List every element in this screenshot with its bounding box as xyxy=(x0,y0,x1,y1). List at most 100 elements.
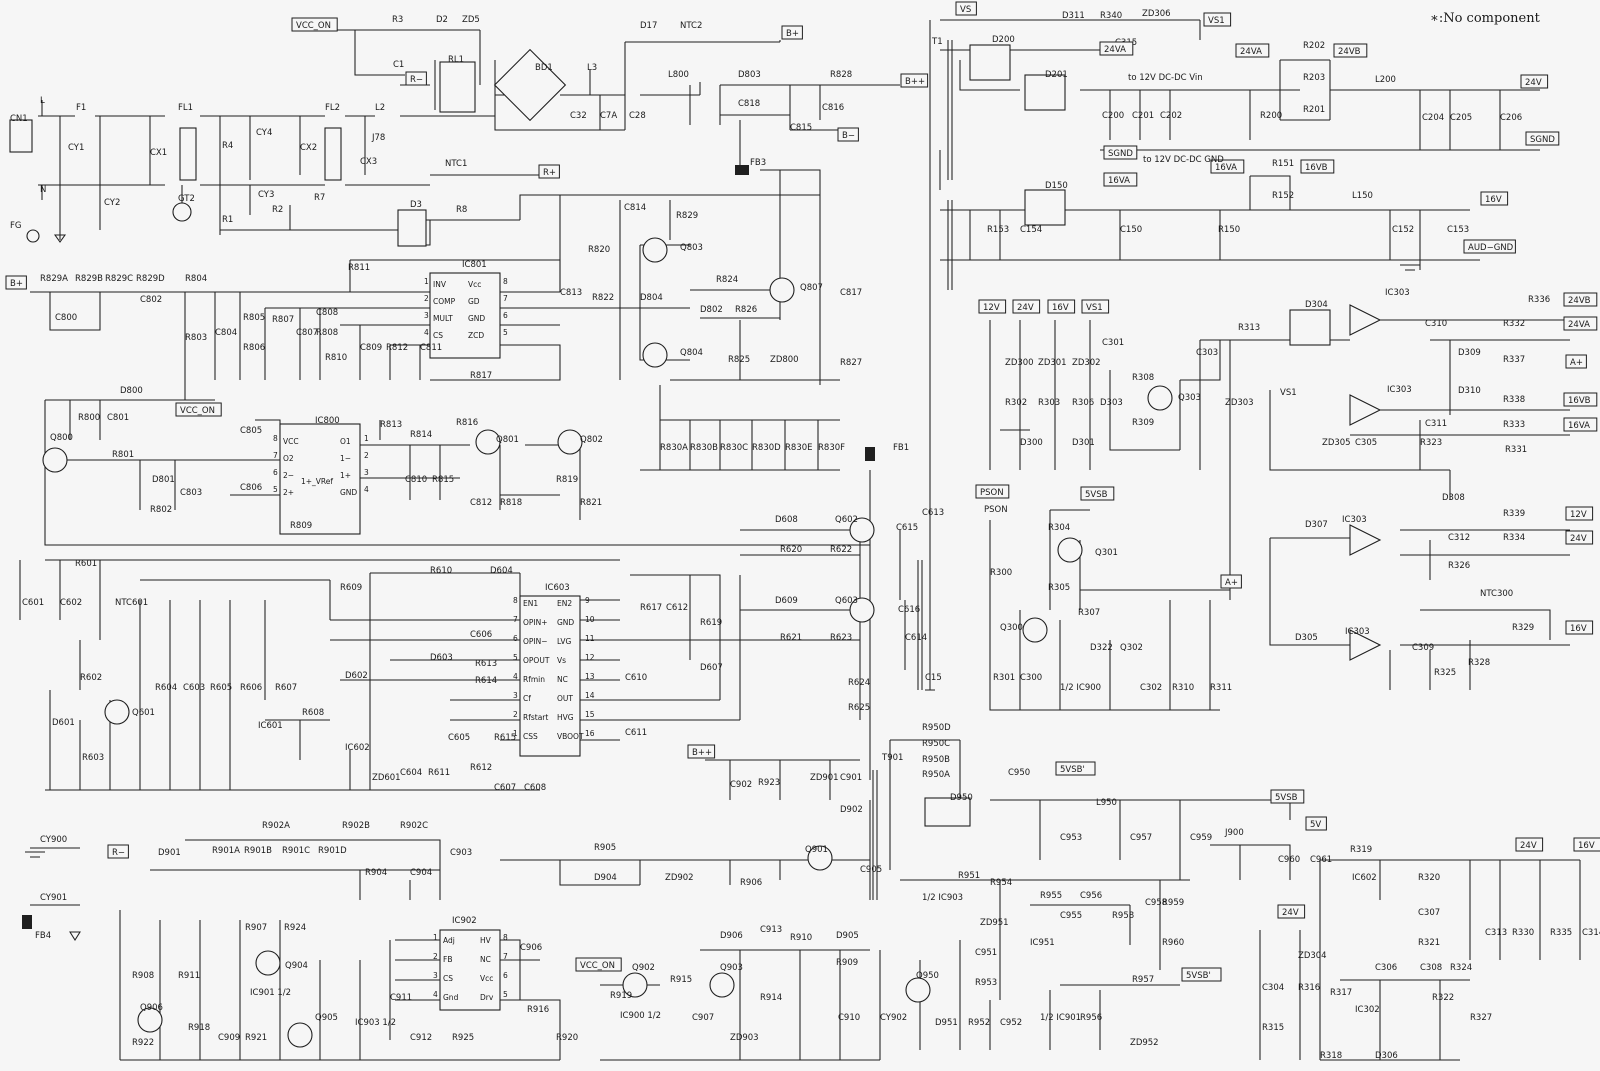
ic603-pin-left: Rfstart xyxy=(523,713,548,722)
ferrite-fb4 xyxy=(22,915,32,929)
ic603-pin-number: 5 xyxy=(513,653,518,662)
component-label-ic302: IC302 xyxy=(1355,1005,1380,1015)
net-tag-5vsb-1: 5VSB xyxy=(1080,486,1115,501)
choke-fl2-body xyxy=(324,127,342,181)
component-label-r809: R809 xyxy=(290,521,312,531)
component-label-r336: R336 xyxy=(1528,295,1550,305)
ic902-pin-right: Vcc xyxy=(480,974,493,983)
net-tag-box xyxy=(538,164,560,179)
ic902-pin-left: CS xyxy=(443,974,453,983)
transistor-q301 xyxy=(1057,537,1083,563)
component-label-r911: R911 xyxy=(178,971,200,981)
net-tag-box xyxy=(955,1,977,16)
component-label-q803: Q803 xyxy=(680,243,703,253)
component-label-c310: C310 xyxy=(1425,319,1447,329)
net-tag-16va-r: 16VA xyxy=(1563,417,1598,432)
net-tag-box xyxy=(1573,837,1600,852)
earth-ground-symbol xyxy=(26,229,40,243)
component-label-r153: R153 xyxy=(987,225,1009,235)
net-tag-12v-r: 12V xyxy=(1565,506,1594,521)
component-label-ntc601: NTC601 xyxy=(115,598,148,608)
component-label-r331: R331 xyxy=(1505,445,1527,455)
component-label-ntc1: NTC1 xyxy=(445,159,467,169)
net-tag-16v-c: 16V xyxy=(1573,837,1600,852)
component-label-r804: R804 xyxy=(185,274,207,284)
net-tag-box xyxy=(1270,789,1305,804)
transistor-q303 xyxy=(1147,385,1173,411)
component-label-r829a: R829A xyxy=(40,274,68,284)
ic800-pin-left: 2+ xyxy=(283,488,294,497)
net-tag-box xyxy=(1055,761,1096,776)
ic800-pin-left: 2− xyxy=(283,471,294,480)
component-label-r824: R824 xyxy=(716,275,738,285)
net-tag-box xyxy=(1515,837,1544,852)
net-tag-box xyxy=(1300,159,1335,174)
net-tag-text: B− xyxy=(842,131,855,141)
ic603-pin-number: 13 xyxy=(585,672,595,681)
component-label-fl1: FL1 xyxy=(178,103,193,113)
component-label-r1: R1 xyxy=(222,215,233,225)
component-label-q603: Q603 xyxy=(835,596,858,606)
component-label-ic902: IC902 xyxy=(452,916,477,926)
component-label-r829: R829 xyxy=(676,211,698,221)
component-label-c308: C308 xyxy=(1420,963,1442,973)
net-tag-24va-1: 24VA xyxy=(1099,41,1134,56)
component-label-r624: R624 xyxy=(848,678,870,688)
ic800-pin-number: 7 xyxy=(273,451,278,460)
component-label-d802: D802 xyxy=(700,305,723,315)
component-label-cx1: CX1 xyxy=(150,148,167,158)
net-tag-text: 12V xyxy=(983,303,1000,313)
component-label-r955: R955 xyxy=(1040,891,1062,901)
net-tag-sgnd-1: SGND xyxy=(1103,145,1138,160)
component-label-r921: R921 xyxy=(245,1033,267,1043)
component-label-l3: L3 xyxy=(587,63,597,73)
component-label-r805: R805 xyxy=(243,313,265,323)
component-label-r918: R918 xyxy=(188,1023,210,1033)
transistor-q906 xyxy=(137,1007,163,1033)
component-label-r319: R319 xyxy=(1350,845,1372,855)
ic902-pin-right: NC xyxy=(480,955,491,964)
net-tag-box xyxy=(107,844,129,859)
net-tag-text: 5VSB' xyxy=(1060,765,1085,775)
component-label-d800: D800 xyxy=(120,386,143,396)
net-tag-text: 24V xyxy=(1520,841,1537,851)
component-label-c32: C32 xyxy=(570,111,587,121)
component-label-r950c: R950C xyxy=(922,739,950,749)
component-label-c909: C909 xyxy=(218,1033,240,1043)
net-tag-box xyxy=(1563,316,1598,331)
component-label-ic901b: IC901 1/2 xyxy=(250,988,291,998)
ic801-pin-number: 6 xyxy=(503,311,508,320)
component-label-c152: C152 xyxy=(1392,225,1414,235)
component-label-c808: C808 xyxy=(316,308,338,318)
net-tag-box xyxy=(1203,12,1232,27)
component-label-q301: Q301 xyxy=(1095,548,1118,558)
component-label-c313: C313 xyxy=(1485,928,1507,938)
component-label-c809: C809 xyxy=(360,343,382,353)
net-tag-text: 16V xyxy=(1570,624,1587,634)
component-label-c811: C811 xyxy=(420,343,442,353)
component-label-ic602b: IC602 xyxy=(1352,873,1377,883)
connector-cn1-body xyxy=(9,119,33,153)
net-tag-text: SGND xyxy=(1108,149,1133,159)
component-label-c960: C960 xyxy=(1278,855,1300,865)
component-label-d305: D305 xyxy=(1295,633,1318,643)
component-label-d304: D304 xyxy=(1305,300,1328,310)
component-label-d322: D322 xyxy=(1090,643,1113,653)
component-label-r151: R151 xyxy=(1272,159,1294,169)
comparator-ic303-b xyxy=(1349,394,1382,426)
component-label-r960: R960 xyxy=(1162,938,1184,948)
component-label-r830f: R830F xyxy=(818,443,845,453)
component-label-r332: R332 xyxy=(1503,319,1525,329)
ic603-pin-left: OPOUT xyxy=(523,656,550,665)
net-tag-text: VCC_ON xyxy=(580,961,615,971)
component-label-zd300: ZD300 xyxy=(1005,358,1034,368)
component-label-r620: R620 xyxy=(780,545,802,555)
diode-pack-d201 xyxy=(1024,74,1066,111)
wire-layer xyxy=(19,19,1581,1061)
ic902-pin-left: FB xyxy=(443,955,452,964)
component-label-c200: C200 xyxy=(1102,111,1124,121)
component-label-r901d: R901D xyxy=(318,846,347,856)
component-label-q804: Q804 xyxy=(680,348,703,358)
component-label-r339: R339 xyxy=(1503,509,1525,519)
component-label-c911: C911 xyxy=(390,993,412,1003)
